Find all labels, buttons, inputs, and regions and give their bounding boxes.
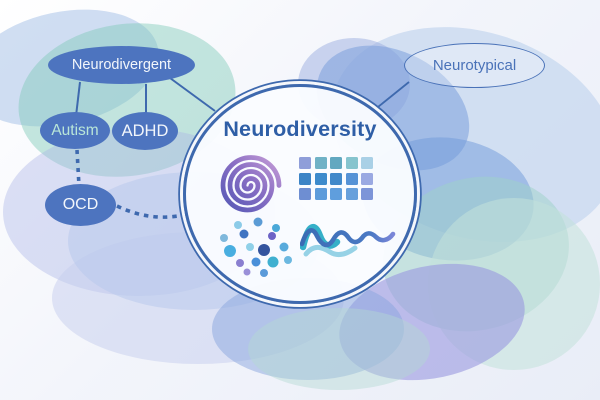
node-autism: Autism bbox=[40, 112, 110, 149]
grid-square bbox=[314, 188, 327, 200]
center-title: Neurodiversity bbox=[223, 117, 377, 141]
node-ocd: OCD bbox=[45, 184, 116, 226]
grid-square bbox=[330, 157, 342, 169]
node-neurodivergent-label: Neurodivergent bbox=[71, 57, 172, 73]
node-neurodivergent: Neurodivergent bbox=[48, 46, 195, 84]
dotted-line-ocd-circle bbox=[116, 204, 189, 219]
dotted-line-autism-ocd bbox=[75, 149, 81, 187]
grid-square bbox=[330, 188, 342, 200]
center-circle: Neurodiversity bbox=[183, 84, 417, 304]
grid-square bbox=[361, 172, 373, 185]
grid-square bbox=[314, 172, 327, 185]
grid-square bbox=[345, 172, 358, 185]
grid-square bbox=[361, 157, 373, 169]
grid-square bbox=[345, 157, 358, 169]
grid-square bbox=[299, 172, 311, 185]
grid-square bbox=[330, 172, 342, 185]
node-autism-label: Autism bbox=[51, 121, 99, 139]
grid-square bbox=[361, 188, 373, 200]
line-neurodivergent-autism bbox=[75, 81, 81, 117]
line-neurotypical-circle bbox=[377, 81, 410, 108]
line-neurodivergent-circle bbox=[169, 77, 216, 112]
grid-square bbox=[314, 157, 327, 169]
grid-icon bbox=[299, 157, 374, 201]
grid-square bbox=[299, 188, 311, 200]
blob-teal-bottom-center bbox=[248, 308, 430, 390]
spiral-icon bbox=[220, 155, 282, 213]
node-adhd-label: ADHD bbox=[121, 121, 169, 140]
node-adhd: ADHD bbox=[112, 112, 178, 150]
node-neurotypical-label: Neurotypical bbox=[432, 57, 517, 74]
node-ocd-label: OCD bbox=[62, 196, 99, 213]
waves-icon bbox=[300, 224, 396, 258]
grid-square bbox=[299, 157, 311, 169]
node-neurotypical: Neurotypical bbox=[404, 43, 545, 88]
dots-icon bbox=[220, 217, 292, 277]
grid-square bbox=[345, 188, 358, 200]
